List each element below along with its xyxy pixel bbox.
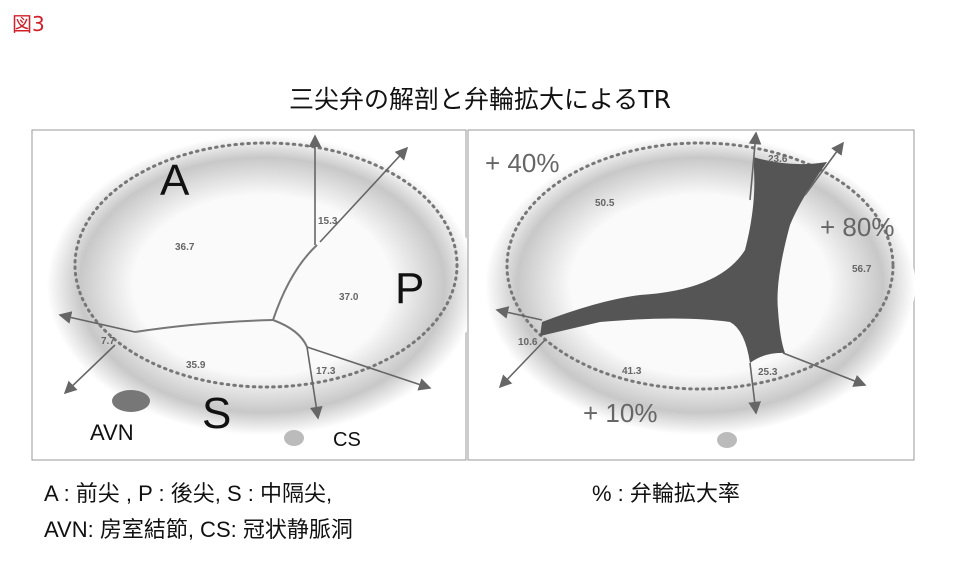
annulus-dotted-outline xyxy=(505,141,895,391)
label-septal: S xyxy=(202,389,231,438)
measurement: 7.7 xyxy=(101,336,115,347)
normal-valve-panel: A P S AVN CS 36.7 15.3 37.0 7.7 35.9 17.… xyxy=(31,129,477,461)
dilation-percent-anterior: + 40% xyxy=(485,148,559,178)
slide-title: 三尖弁の解剖と弁輪拡大によるTR xyxy=(289,85,671,114)
measurement: 41.3 xyxy=(622,366,642,377)
regurgitant-orifice xyxy=(540,157,827,363)
label-cs: CS xyxy=(333,429,361,451)
dilation-percent-septal: + 10% xyxy=(583,398,657,428)
cs-marker xyxy=(717,432,737,448)
cs-marker xyxy=(284,430,304,446)
annulus-dotted-outline xyxy=(73,141,459,389)
legend-line-2: AVN: 房室結節, CS: 冠状静脈洞 xyxy=(44,517,353,542)
coaptation-lines xyxy=(134,244,318,348)
avn-marker xyxy=(112,390,150,412)
dilated-valve-panel: + 40% + 80% + 10% 50.5 23.6 56.7 10.6 41… xyxy=(467,129,915,461)
measurement: 17.3 xyxy=(316,366,336,377)
dimension-arrows xyxy=(495,131,867,415)
measurement: 36.7 xyxy=(175,242,195,253)
measurement: 15.3 xyxy=(318,216,338,227)
legend-percent-note: % : 弁輪拡大率 xyxy=(592,481,740,506)
annulus-shadow xyxy=(47,135,477,435)
measurement: 35.9 xyxy=(186,360,206,371)
dilation-percent-posterior: + 80% xyxy=(820,212,894,242)
label-posterior: P xyxy=(395,264,424,313)
label-avn: AVN xyxy=(90,420,134,445)
measurement: 56.7 xyxy=(852,264,872,275)
measurement: 23.6 xyxy=(768,154,788,165)
figure-label: 図3 xyxy=(12,12,45,36)
measurement: 10.6 xyxy=(518,337,538,348)
legend-line-1: A : 前尖 , P : 後尖, S : 中隔尖, xyxy=(44,481,333,506)
measurement: 50.5 xyxy=(595,198,615,209)
label-anterior: A xyxy=(160,156,190,205)
dimension-arrows xyxy=(58,134,432,420)
measurement: 37.0 xyxy=(339,292,359,303)
measurement: 25.3 xyxy=(758,367,778,378)
